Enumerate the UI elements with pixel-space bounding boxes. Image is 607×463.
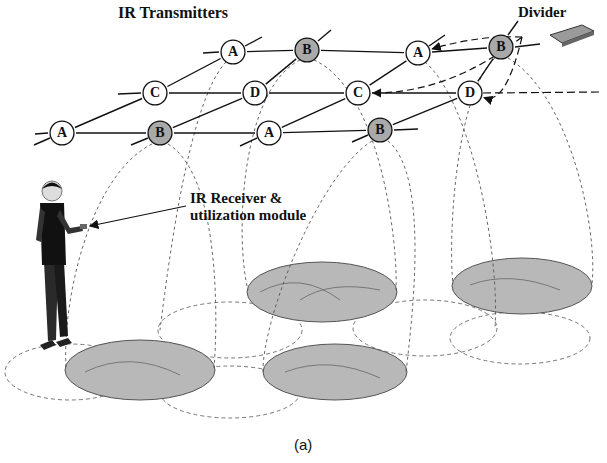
- leader-arrow: [90, 206, 186, 226]
- transmitter-letter: A: [256, 120, 282, 146]
- radiation-cone: [66, 58, 593, 372]
- grid-wire: [167, 59, 220, 87]
- transmitter-circle: C: [345, 80, 371, 106]
- transmitter-circle: B: [488, 34, 514, 60]
- transmitter-letter: A: [405, 40, 431, 66]
- grid-wire: [173, 98, 242, 127]
- transmitter-letter: B: [488, 34, 514, 60]
- transmitter-circle: C: [142, 80, 168, 106]
- grid-wire: [321, 50, 404, 52]
- person-figure: [36, 181, 87, 350]
- transmitter-circle: B: [367, 117, 393, 143]
- transmitter-letter: A: [49, 120, 75, 146]
- grid-wire: [266, 59, 296, 84]
- transmitter-letter: B: [147, 120, 173, 146]
- overlap-arcs: [85, 279, 560, 378]
- grid-wire: [370, 61, 407, 85]
- grid-wire: [247, 50, 293, 51]
- transmitter-letter: A: [220, 39, 246, 65]
- transmitter-letter: B: [367, 117, 393, 143]
- coverage-area: [65, 258, 592, 400]
- grid-wire: [169, 92, 241, 93]
- transmitter-letter: B: [294, 37, 320, 63]
- transmitter-letter: C: [345, 80, 371, 106]
- transmitter-circle: A: [220, 39, 246, 65]
- transmitter-circle: A: [405, 40, 431, 66]
- divider-box: Divider: [518, 4, 596, 47]
- transmitter-letter: C: [142, 80, 168, 106]
- grid-wire: [432, 48, 487, 52]
- grid-wire: [174, 132, 255, 133]
- transmitter-circle: D: [242, 80, 268, 106]
- transmitter-circle: D: [457, 80, 483, 106]
- divider-label: Divider: [518, 4, 596, 21]
- transmitter-circle: B: [147, 120, 173, 146]
- transmitter-heading: IR Transmitters: [118, 4, 228, 22]
- grid-wire: [76, 132, 146, 133]
- grid-wire: [282, 99, 345, 128]
- transmitter-circle: A: [49, 120, 75, 146]
- grid-wire: [393, 98, 457, 124]
- receiver-label: IR Receiver & utilization module: [190, 190, 320, 223]
- figure-caption: (a): [294, 436, 312, 453]
- transmitter-letter: D: [457, 80, 483, 106]
- grid-wire: [75, 99, 142, 128]
- grid-wire: [283, 130, 366, 132]
- transmitter-circle: B: [294, 37, 320, 63]
- grid-wire: [34, 21, 540, 146]
- grid-wire: [372, 92, 456, 93]
- divider-device: [546, 21, 596, 47]
- transmitter-circle: A: [256, 120, 282, 146]
- grid-wire: [269, 92, 344, 93]
- transmitter-letter: D: [242, 80, 268, 106]
